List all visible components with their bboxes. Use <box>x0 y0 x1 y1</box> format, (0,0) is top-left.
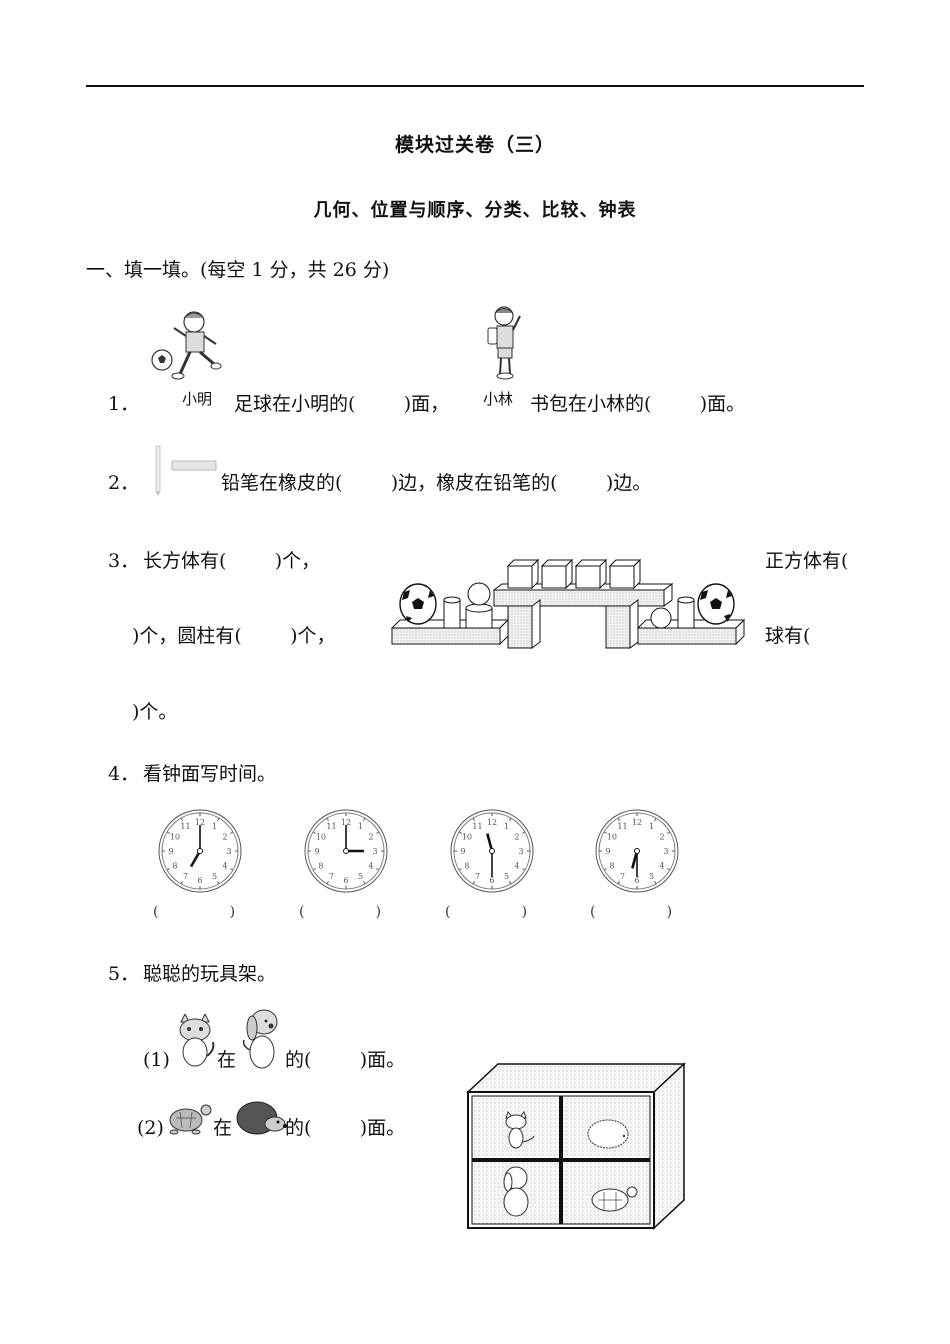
q4-number: 4． <box>108 763 140 785</box>
q5-sub2-in: 在 <box>213 1117 233 1139</box>
svg-text:10: 10 <box>170 833 180 842</box>
svg-text:6: 6 <box>343 876 348 885</box>
q3-line1-left[interactable]: 长方体有( )个， <box>143 550 321 572</box>
svg-text:12: 12 <box>632 818 642 827</box>
svg-text:1: 1 <box>649 822 654 831</box>
boy-backpack-illustration <box>480 302 530 382</box>
svg-text:2: 2 <box>369 833 374 842</box>
svg-text:8: 8 <box>609 862 614 871</box>
svg-text:11: 11 <box>617 822 627 831</box>
svg-text:7: 7 <box>329 872 334 881</box>
hedgehog-icon <box>235 1098 287 1138</box>
q5-number: 5． <box>108 963 140 985</box>
page-title: 模块过关卷（三） <box>394 134 555 156</box>
q5-sub1-in: 在 <box>217 1049 237 1071</box>
svg-text:8: 8 <box>464 862 469 871</box>
svg-text:5: 5 <box>649 872 654 881</box>
page-subtitle: 几何、位置与顺序、分类、比较、钟表 <box>313 200 637 221</box>
dog-icon <box>238 1006 284 1070</box>
q3-line2-left[interactable]: )个，圆柱有( )个， <box>132 625 336 647</box>
q1-label-xiaoming: 小明 <box>182 390 213 408</box>
svg-text:12: 12 <box>195 818 205 827</box>
svg-text:2: 2 <box>660 833 665 842</box>
turtle-icon <box>166 1100 212 1136</box>
q4-text: 看钟面写时间。 <box>143 763 277 785</box>
q3-line2-right[interactable]: 球有( <box>765 625 811 647</box>
q5-sub2-number: (2) <box>137 1117 164 1139</box>
svg-text:10: 10 <box>316 833 326 842</box>
q5-sub1-number: (1) <box>143 1049 170 1071</box>
svg-text:10: 10 <box>462 833 472 842</box>
svg-text:11: 11 <box>326 822 336 831</box>
svg-text:11: 11 <box>180 822 190 831</box>
clock-answer-blank[interactable]: ( ) <box>445 904 528 920</box>
svg-text:3: 3 <box>518 847 523 856</box>
svg-text:9: 9 <box>314 847 319 856</box>
svg-text:2: 2 <box>223 833 228 842</box>
svg-text:1: 1 <box>504 822 509 831</box>
svg-text:1: 1 <box>358 822 363 831</box>
svg-text:3: 3 <box>372 847 377 856</box>
svg-text:1: 1 <box>212 822 217 831</box>
svg-text:11: 11 <box>472 822 482 831</box>
q5-text: 聪聪的玩具架。 <box>143 963 277 985</box>
svg-text:5: 5 <box>358 872 363 881</box>
q1-number: 1． <box>108 393 140 415</box>
svg-text:4: 4 <box>660 862 665 871</box>
svg-text:7: 7 <box>183 872 188 881</box>
q1-text-b[interactable]: 书包在小林的( )面。 <box>530 393 746 415</box>
q5-sub2-tail[interactable]: 的( )面。 <box>285 1117 406 1139</box>
svg-text:5: 5 <box>504 872 509 881</box>
svg-text:8: 8 <box>318 862 323 871</box>
svg-text:4: 4 <box>223 862 228 871</box>
clock-answer-blank[interactable]: ( ) <box>299 904 382 920</box>
cat-icon <box>173 1014 217 1070</box>
svg-text:9: 9 <box>460 847 465 856</box>
svg-text:9: 9 <box>168 847 173 856</box>
svg-text:6: 6 <box>489 876 494 885</box>
clock-answer-blank[interactable]: ( ) <box>590 904 673 920</box>
q3-line3[interactable]: )个。 <box>132 701 178 723</box>
pencil-eraser-illustration <box>152 444 222 496</box>
top-rule <box>86 85 864 87</box>
q1-text-a[interactable]: 足球在小明的( )面， <box>234 393 450 415</box>
svg-text:12: 12 <box>341 818 351 827</box>
svg-text:10: 10 <box>607 833 617 842</box>
svg-text:4: 4 <box>369 862 374 871</box>
q5-sub1-tail[interactable]: 的( )面。 <box>285 1049 406 1071</box>
svg-text:2: 2 <box>515 833 520 842</box>
svg-text:7: 7 <box>620 872 625 881</box>
clock-answer-blank[interactable]: ( ) <box>153 904 236 920</box>
boy-soccer-illustration <box>150 308 230 388</box>
svg-text:9: 9 <box>605 847 610 856</box>
svg-text:7: 7 <box>475 872 480 881</box>
svg-text:12: 12 <box>487 818 497 827</box>
svg-text:3: 3 <box>663 847 668 856</box>
svg-text:6: 6 <box>634 876 639 885</box>
svg-text:3: 3 <box>226 847 231 856</box>
section-heading: 一、填一填。(每空 1 分，共 26 分) <box>86 259 390 281</box>
q2-text[interactable]: 铅笔在橡皮的( )边，橡皮在铅笔的( )边。 <box>221 472 652 494</box>
svg-text:4: 4 <box>515 862 520 871</box>
blocks-illustration <box>388 556 748 652</box>
q1-label-xiaolin: 小林 <box>483 390 514 408</box>
q3-line1-right[interactable]: 正方体有( <box>765 550 849 572</box>
q2-number: 2． <box>108 472 140 494</box>
svg-text:6: 6 <box>197 876 202 885</box>
q3-number: 3． <box>108 550 140 572</box>
toy-shelf-illustration <box>462 1062 690 1232</box>
svg-text:5: 5 <box>212 872 217 881</box>
svg-text:8: 8 <box>172 862 177 871</box>
